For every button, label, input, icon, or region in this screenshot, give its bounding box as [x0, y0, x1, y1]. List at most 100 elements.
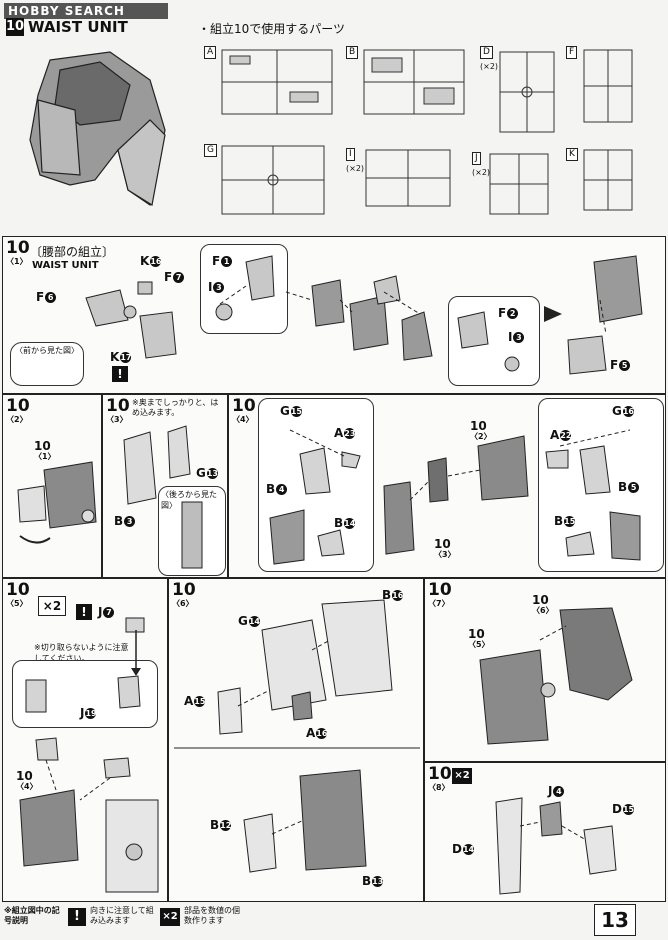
legend-x2-icon: ×2 — [160, 908, 180, 926]
step-5-num: 10 — [6, 580, 30, 600]
step-3-note: ※奥までしっかりと、はめ込みます。 — [132, 398, 219, 417]
step-5-number: 10 〈5〉 — [6, 582, 30, 608]
runner-j: J (×2) — [472, 152, 552, 218]
step-6-sub: 〈6〉 — [172, 599, 194, 608]
step-3-sub: 〈3〉 — [106, 415, 128, 424]
back-view-note: 〈後ろから見た図〉 — [161, 490, 217, 510]
part-g13: G13 — [196, 466, 218, 480]
step-3-number: 10 〈3〉 — [106, 398, 130, 424]
runner-d-label: D — [480, 46, 493, 59]
front-view-note: 〈前から見た図〉 — [15, 346, 79, 355]
step-8-number: 10 〈8〉 — [428, 766, 452, 792]
part-g15: G15 — [280, 404, 302, 418]
part-g16: G16 — [612, 404, 634, 418]
step-8-num: 10 — [428, 764, 452, 784]
step-4-ref3-num: 10 — [434, 537, 451, 551]
runner-d-qty: (×2) — [480, 62, 499, 71]
step-4-num: 10 — [232, 396, 256, 416]
runner-b-label: B — [346, 46, 359, 59]
part-a23: A23 — [334, 426, 356, 440]
step-1-title-en: WAIST UNIT — [32, 260, 99, 271]
intro-step-badge: 10 — [6, 18, 25, 36]
step-1-num: 10 — [6, 238, 30, 258]
step-4-ref3-sub: 〈3〉 — [434, 550, 456, 559]
parts-heading: ・組立10で使用するパーツ — [198, 22, 346, 36]
runner-f: F — [566, 46, 636, 126]
front-view-bubble: 〈前から見た図〉 — [10, 342, 84, 386]
part-k16: K16 — [140, 254, 162, 268]
step-2-ref: 10 〈1〉 — [34, 440, 56, 461]
step-5-note: ※切り取らないように注意してください。 — [34, 643, 129, 663]
step-5-x2-badge: ×2 — [38, 596, 66, 616]
step-4-ref2-sub: 〈2〉 — [470, 432, 492, 441]
step-7-number: 10 〈7〉 — [428, 582, 452, 608]
step-7-ref5: 10 〈5〉 — [468, 628, 490, 649]
part-g14: G14 — [238, 614, 260, 628]
runner-j-qty: (×2) — [472, 168, 491, 177]
step-4-ref3: 10 〈3〉 — [434, 538, 456, 559]
step-6-number: 10 〈6〉 — [172, 582, 196, 608]
part-k17: K17 — [110, 350, 132, 364]
step-8-sub: 〈8〉 — [428, 783, 450, 792]
part-a22: A22 — [550, 428, 572, 442]
runner-k: K — [566, 148, 636, 214]
step-1-number: 10 〈1〉 — [6, 240, 30, 266]
step-2-num: 10 — [6, 396, 30, 416]
step-1-caution-icon: ! — [112, 366, 128, 382]
legend-caution-icon: ! — [68, 908, 86, 926]
step-4-ref2: 10 〈2〉 — [470, 420, 492, 441]
step-5-ref-sub: 〈4〉 — [16, 782, 38, 791]
intro-title: WAIST UNIT — [28, 18, 128, 36]
runner-i-qty: (×2) — [346, 164, 365, 173]
part-b12: B12 — [210, 818, 232, 832]
runner-a: A — [204, 46, 336, 120]
legend-x2-text: 部品を数値の個数作ります — [184, 906, 240, 925]
step-2-sub: 〈2〉 — [6, 415, 28, 424]
step-2-ref-sub: 〈1〉 — [34, 452, 56, 461]
legend-title: ※組立図中の記号説明 — [4, 906, 60, 925]
runner-a-label: A — [204, 46, 217, 59]
part-b15: B15 — [554, 514, 576, 528]
runner-b: B — [346, 46, 466, 120]
step-5-caution-icon: ! — [76, 604, 92, 620]
step-7-ref5-sub: 〈5〉 — [468, 640, 490, 649]
part-a16: A16 — [306, 726, 328, 740]
step-7-ref5-num: 10 — [468, 627, 485, 641]
runner-g: G — [204, 144, 328, 218]
step-8-x2-badge: ×2 — [452, 768, 472, 784]
runner-d: D (×2) — [480, 46, 558, 136]
step-1-title-jp: 〔腰部の組立〕 — [30, 245, 115, 259]
part-b16: B16 — [382, 588, 404, 602]
runner-f-label: F — [566, 46, 578, 59]
part-a15: A15 — [184, 694, 206, 708]
part-d15: D15 — [612, 802, 635, 816]
runner-g-label: G — [204, 144, 217, 157]
step-6-num: 10 — [172, 580, 196, 600]
step-7-ref6: 10 〈6〉 — [532, 594, 554, 615]
part-j19: J19 — [80, 706, 97, 720]
step-3-num: 10 — [106, 396, 130, 416]
step-7-num: 10 — [428, 580, 452, 600]
page-number: 13 — [594, 904, 636, 936]
step-7-ref6-sub: 〈6〉 — [532, 606, 554, 615]
step-7-ref6-num: 10 — [532, 593, 549, 607]
runner-k-label: K — [566, 148, 578, 161]
